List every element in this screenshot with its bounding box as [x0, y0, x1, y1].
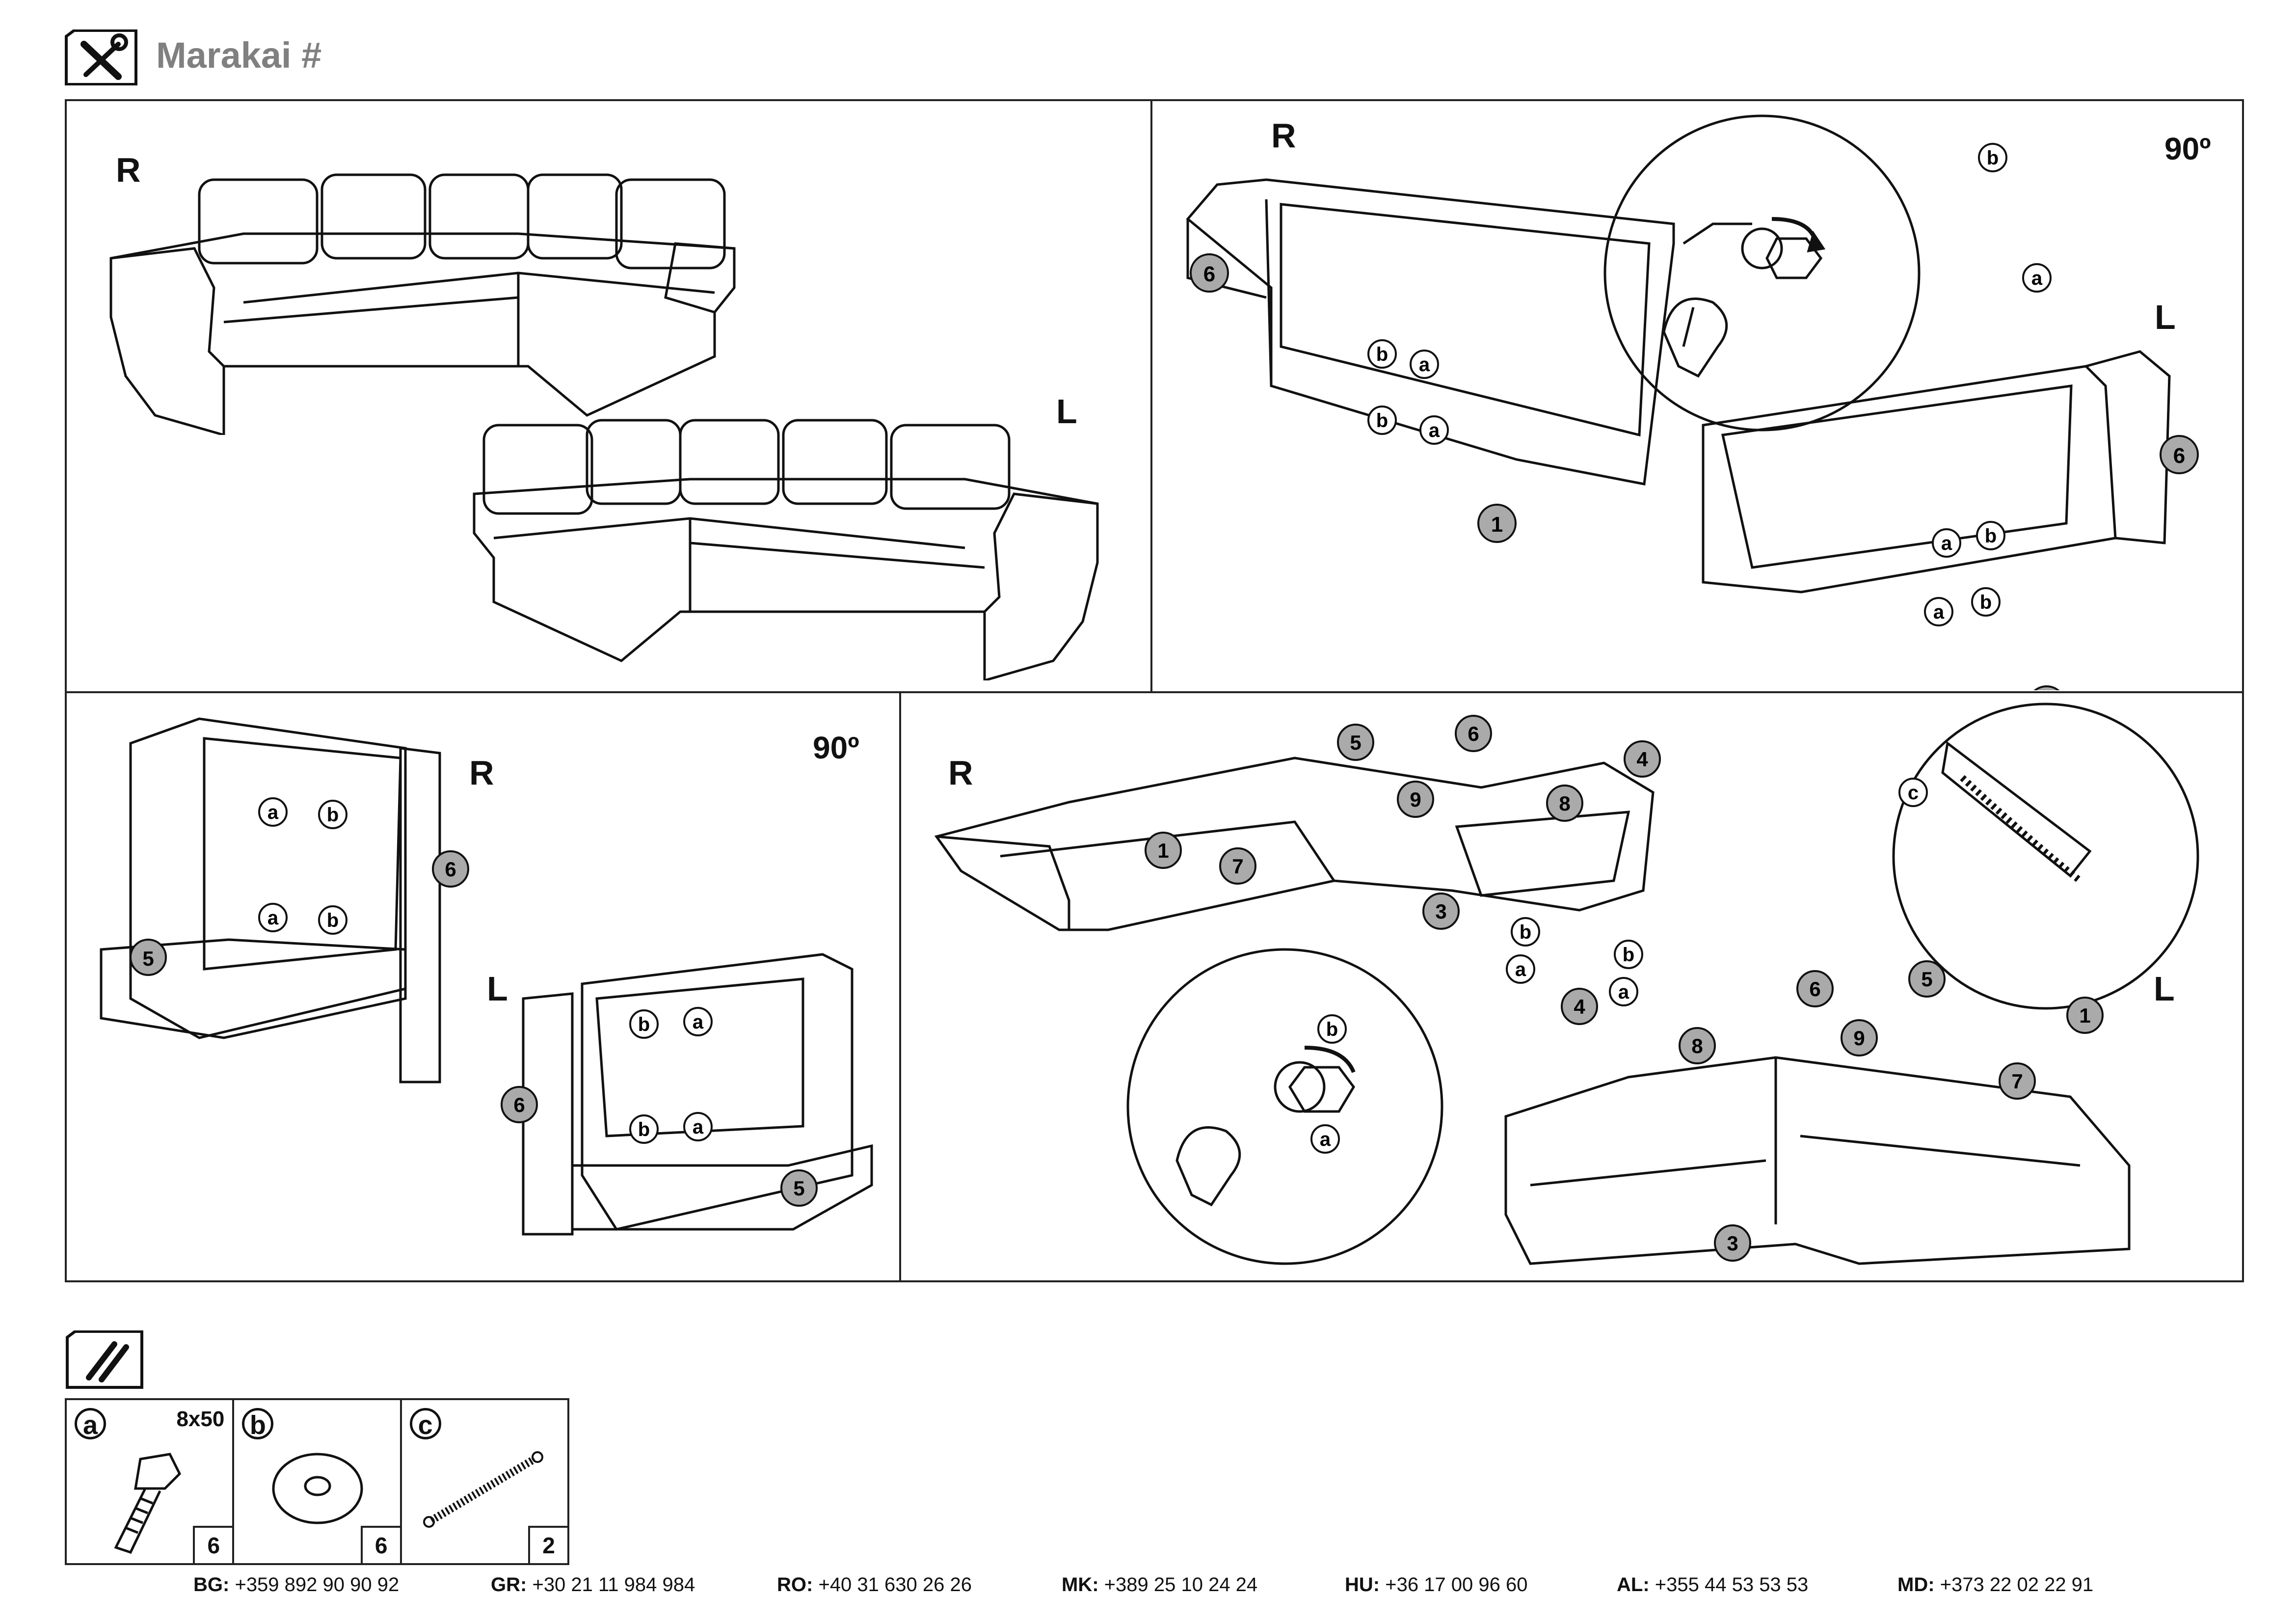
parts-table: a 8x50 6 b 6 c 2: [65, 1398, 569, 1565]
bolt-b-label: b: [1623, 944, 1634, 966]
instruction-panel: R L: [65, 99, 2244, 1282]
part-letter: c: [409, 1408, 441, 1440]
step-2-drawing: 6 1 6 1 b a b a b a: [1186, 114, 2199, 690]
bolt-a-label: a: [1933, 601, 1945, 623]
part-letter: b: [242, 1408, 274, 1440]
part-size: 8x50: [176, 1407, 225, 1431]
spring-icon: [423, 1451, 543, 1528]
step-3-drawing: 5 6 6 5 a b a b b a: [100, 717, 873, 1236]
marker-text: 6: [1809, 977, 1820, 1001]
label-left: L: [2154, 970, 2175, 1008]
step-4-markers-r: 1 5 6 4 7 9 8 3: [1145, 715, 1661, 930]
sofa-left-illustration: [473, 419, 1099, 680]
bolt-a-label: a: [1618, 981, 1629, 1003]
marker-text: 5: [142, 947, 154, 970]
step-3-markers: 5 6 6 5: [130, 850, 818, 1207]
step-3-end-panels: R L 90º 5 6 6 5: [67, 694, 898, 1280]
bolt-b-label: b: [1987, 147, 1999, 169]
label-right: R: [116, 151, 141, 189]
step-4-markers-l: 4 6 5 8 9 1 7 3: [1561, 960, 2104, 1262]
bolt-b-label: b: [1520, 921, 1531, 943]
parts-icon: [66, 1330, 143, 1389]
marker-text: 9: [1410, 788, 1421, 811]
bolt-a-label: a: [1419, 354, 1430, 376]
bolt-a-label: a: [1320, 1129, 1331, 1150]
label-left: L: [487, 970, 508, 1008]
bolt-b-label: b: [327, 910, 339, 931]
part-a: a 8x50 6: [67, 1400, 235, 1563]
instruction-grid: [67, 101, 2242, 1280]
bolt-b-label: b: [638, 1119, 650, 1140]
step-4-assembly: R L 1: [902, 694, 2240, 1280]
rotation-label: 90º: [2164, 131, 2211, 166]
marker-text: 1: [2079, 1004, 2090, 1027]
rotation-label: 90º: [813, 730, 859, 765]
part-quantity: 6: [193, 1526, 233, 1563]
bolt-b-label: b: [1326, 1019, 1338, 1040]
marker-text: 1: [1491, 513, 1503, 537]
bolt-b-label: b: [327, 804, 339, 826]
contact-gr: GR: +30 21 11 984 984: [491, 1574, 695, 1596]
part-letter: a: [75, 1408, 106, 1440]
part-quantity: 6: [360, 1526, 400, 1563]
page-title: Marakai #: [156, 35, 322, 76]
marker-text: 1: [1157, 839, 1169, 862]
bolt-b-label: b: [1376, 344, 1388, 365]
bolt-b-label: b: [1980, 592, 1992, 613]
marker-text: 3: [1435, 900, 1446, 923]
bolt-a-label: a: [693, 1011, 704, 1033]
bolt-a-label: a: [1941, 533, 1952, 554]
marker-text: 6: [1203, 262, 1215, 286]
part-quantity: 2: [528, 1526, 567, 1563]
contact-hu: HU: +36 17 00 96 60: [1345, 1574, 1528, 1596]
marker-text: 6: [445, 858, 456, 881]
marker-text: 6: [1468, 722, 1479, 745]
marker-text: 7: [1232, 855, 1243, 878]
bolt-a-label: a: [267, 802, 279, 823]
step-4-drawing: 1 5 6 4 7 9 8 3 4 6: [934, 703, 2199, 1265]
sofa-right-illustration: [109, 173, 736, 435]
label-right: R: [948, 754, 973, 792]
contact-mk: MK: +389 25 10 24 24: [1062, 1574, 1258, 1596]
bolt-b-label: b: [1376, 410, 1388, 432]
contact-bg: BG: +359 892 90 90 92: [193, 1574, 400, 1596]
contacts-footer: BG: +359 892 90 90 92 GR: +30 21 11 984 …: [0, 1574, 2296, 1603]
marker-text: 5: [793, 1177, 804, 1200]
part-c: c 2: [402, 1400, 567, 1563]
marker-text: 4: [1636, 748, 1648, 771]
tools-icon: [65, 29, 137, 85]
washer-icon: [272, 1453, 363, 1524]
step-1-overview: R L: [67, 101, 1149, 690]
bolt-a-label: a: [1515, 959, 1526, 980]
step-2-backrest: R L 90º 6: [1153, 101, 2240, 690]
bolt-b-label: b: [1985, 525, 1997, 547]
bolt-a-label: a: [2031, 268, 2043, 289]
contact-ro: RO: +40 31 630 26 26: [777, 1574, 972, 1596]
marker-text: 6: [513, 1093, 525, 1116]
marker-text: 5: [1350, 731, 1361, 754]
step-2-bolt-labels: b a b a b a b a b a: [1367, 143, 2052, 626]
marker-text: 8: [1559, 792, 1570, 815]
part-b: b 6: [234, 1400, 402, 1563]
bolt-a-label: a: [693, 1116, 704, 1138]
label-left: L: [2155, 298, 2176, 336]
marker-text: 5: [1921, 968, 1932, 991]
step-2-markers: 6 1 6 1: [1190, 253, 2199, 690]
marker-text: 6: [2173, 444, 2185, 468]
label-left: L: [1056, 392, 1077, 431]
bolt-icon: [114, 1453, 182, 1554]
bolt-b-label: b: [638, 1014, 650, 1035]
spring-c-label: c: [1908, 782, 1919, 804]
marker-text: 9: [1853, 1027, 1865, 1050]
contact-md: MD: +373 22 02 22 91: [1897, 1574, 2094, 1596]
marker-text: 7: [2011, 1070, 2023, 1093]
contact-al: AL: +355 44 53 53 53: [1617, 1574, 1809, 1596]
bolt-a-label: a: [267, 907, 279, 929]
marker-text: 4: [1574, 995, 1585, 1018]
label-right: R: [1271, 116, 1296, 155]
label-right: R: [469, 754, 494, 792]
marker-text: 8: [1691, 1034, 1703, 1057]
bolt-a-label: a: [1429, 420, 1440, 441]
marker-text: 3: [1727, 1232, 1738, 1255]
